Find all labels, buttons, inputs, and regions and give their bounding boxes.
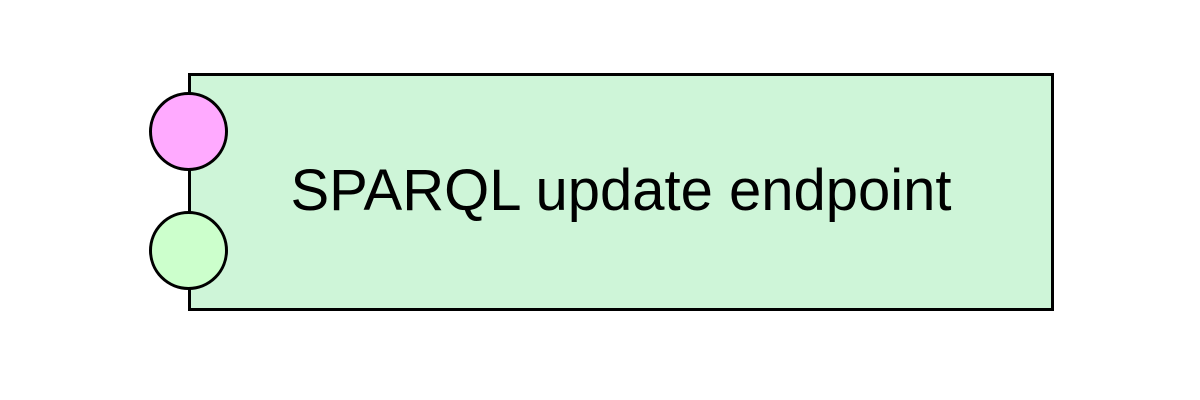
output-port-circle[interactable] <box>149 211 228 290</box>
sparql-update-endpoint-node[interactable]: SPARQL update endpoint <box>188 73 1054 311</box>
input-port-circle[interactable] <box>149 92 228 171</box>
node-label: SPARQL update endpoint <box>290 158 952 223</box>
